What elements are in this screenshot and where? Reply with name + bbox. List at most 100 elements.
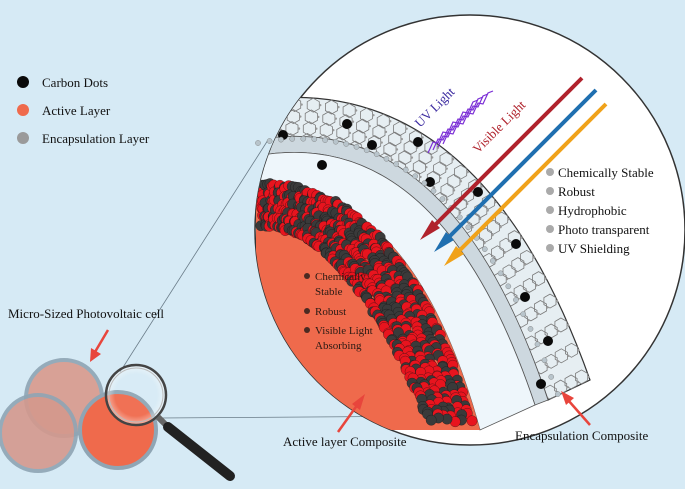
lattice-atom (297, 127, 301, 130)
encap-prop-bullet (546, 187, 554, 195)
edge-dot (393, 161, 400, 167)
carbon-dot (511, 239, 521, 249)
encap-prop-bullet (546, 168, 554, 176)
edge-dot (353, 143, 360, 150)
edge-dot (497, 270, 504, 277)
edge-dot (520, 311, 527, 317)
lattice-atom (505, 277, 509, 281)
edge-dot (534, 341, 541, 348)
legend: Carbon Dots Active Layer Encapsulation L… (17, 75, 150, 146)
hexagon-cell (255, 100, 263, 115)
lattice-atom (556, 360, 560, 363)
hexagon-cell (532, 271, 545, 287)
lattice-atom (480, 185, 483, 188)
hexagon-cell (490, 245, 504, 261)
lattice-atom (514, 270, 518, 274)
hexagon-cell (440, 182, 454, 198)
lattice-atom (315, 127, 318, 130)
micro-cell-label: Micro-Sized Photovoltaic cell (8, 306, 164, 321)
hexagon-cell (255, 112, 263, 128)
red-ray-head (420, 220, 440, 240)
edge-dot (439, 196, 446, 202)
lattice-atom (317, 115, 320, 119)
lattice-atom (368, 124, 371, 128)
edge-dot (332, 138, 339, 145)
lattice-atom (527, 319, 530, 322)
lattice-atom (261, 106, 265, 109)
edge-dot (541, 357, 548, 364)
carbon-dots (278, 119, 553, 389)
lattice-atom (587, 375, 590, 379)
hexagon-cell (447, 173, 461, 189)
lattice-atom (380, 141, 383, 144)
lattice-atom (445, 167, 448, 170)
hexagon-cell (554, 317, 568, 333)
edge-dot (527, 326, 534, 332)
lattice-atom (419, 175, 422, 179)
lattice-atom (390, 158, 394, 162)
micro-cell-pointer (93, 329, 110, 353)
lattice-atom (507, 218, 510, 221)
lattice-atom (544, 277, 547, 280)
carbon-dot (543, 336, 553, 346)
hexagon-cell (393, 121, 407, 137)
legend-label-encapsulation-layer: Encapsulation Layer (42, 131, 150, 146)
lattice-atom (478, 217, 482, 221)
hexagon-cell (319, 122, 333, 138)
hexagon-cell (359, 107, 373, 123)
hexagon-cell (453, 196, 467, 212)
lattice-atom (299, 115, 302, 118)
hexagon-cell (255, 137, 263, 153)
carbon-dot (342, 119, 352, 129)
zoom-circle (254, 14, 685, 446)
orange-ray (454, 102, 608, 256)
lattice-atom (405, 127, 408, 130)
hexagon-cell (304, 109, 318, 125)
hexagon-cell (302, 121, 316, 137)
encap-prop-4: UV Shielding (558, 241, 630, 256)
active-composite-pointer (336, 403, 360, 433)
encap-prop-bullet (546, 206, 554, 214)
hexagon-cell (511, 257, 525, 273)
active-prop-2-line-1: Absorbing (315, 340, 362, 352)
carbon-dot (413, 137, 423, 147)
hexagon-cell (543, 293, 557, 309)
active-composite-label: Active layer Composite (283, 434, 407, 449)
active-prop-bullet (304, 327, 310, 333)
orange-ray-head (444, 246, 464, 266)
lattice-atom (332, 128, 335, 132)
edge-dot (555, 391, 561, 397)
active-properties: Chemically Stable Robust Visible Light A… (304, 271, 373, 352)
legend-marker-carbon-dots (17, 76, 29, 88)
hexagon-cell (534, 300, 547, 315)
hexagon-cell (481, 194, 495, 210)
lattice-atom (577, 349, 580, 352)
hexagon-cell (524, 306, 538, 322)
active-prop-bullet (304, 308, 310, 314)
active-prop-1-line-0: Robust (315, 306, 346, 318)
lattice-atom (410, 156, 414, 159)
lattice-atom (536, 312, 540, 316)
edge-dot (300, 135, 307, 142)
active-particle (466, 415, 478, 427)
carbon-dot (317, 160, 327, 170)
edge-dot (456, 214, 463, 221)
hexagon-cell (520, 249, 534, 265)
hexagon-cell (255, 125, 263, 140)
blue-ray-head (434, 232, 454, 252)
carbon-dot (425, 177, 435, 187)
lattice-atom (300, 103, 303, 106)
lattice-atom (466, 170, 469, 174)
active-prop-0-line-0: Chemically (315, 271, 366, 283)
edge-dot (266, 138, 273, 144)
hexagon-cell (306, 97, 320, 113)
lattice-atom (520, 236, 523, 239)
gray-edge-dots (255, 135, 561, 397)
edge-dot (505, 283, 512, 290)
lattice-atom (389, 120, 392, 123)
lattice-atom (546, 365, 550, 369)
lattice-atom (491, 233, 494, 237)
active-prop-0-line-1: Stable (315, 286, 343, 298)
active-composite-pointer-head (352, 394, 365, 410)
edge-dot (402, 166, 409, 173)
